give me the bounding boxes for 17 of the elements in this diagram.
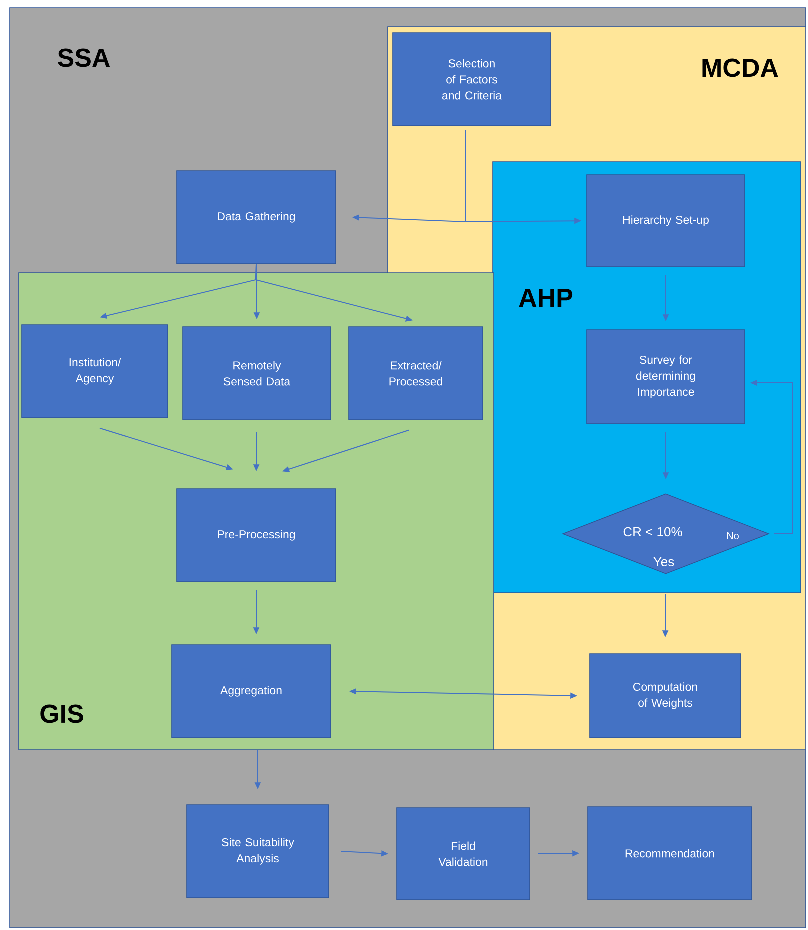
process-box: Data Gathering bbox=[176, 170, 336, 264]
region-title: SSA bbox=[58, 48, 110, 68]
process-box: Hierarchy Set-up bbox=[586, 174, 746, 268]
process-box: Aggregation bbox=[172, 644, 332, 738]
process-box: Selection of Factors and Criteria bbox=[392, 32, 552, 126]
process-box: Recommendation bbox=[588, 806, 752, 900]
region-title: MCDA bbox=[702, 58, 778, 78]
process-box: Remotely Sensed Data bbox=[182, 326, 332, 420]
region-title: GIS bbox=[40, 704, 84, 724]
process-box: Survey for determining Importance bbox=[586, 330, 746, 424]
region-title: AHP bbox=[519, 289, 573, 307]
process-box: Field Validation bbox=[396, 808, 530, 900]
process-box: Site Suitability Analysis bbox=[186, 804, 330, 898]
process-box: Institution/ Agency bbox=[22, 324, 168, 418]
process-box: Computation of Weights bbox=[590, 654, 742, 738]
process-box: Pre-Processing bbox=[176, 488, 336, 582]
process-box: Extracted/ Processed bbox=[348, 326, 484, 420]
